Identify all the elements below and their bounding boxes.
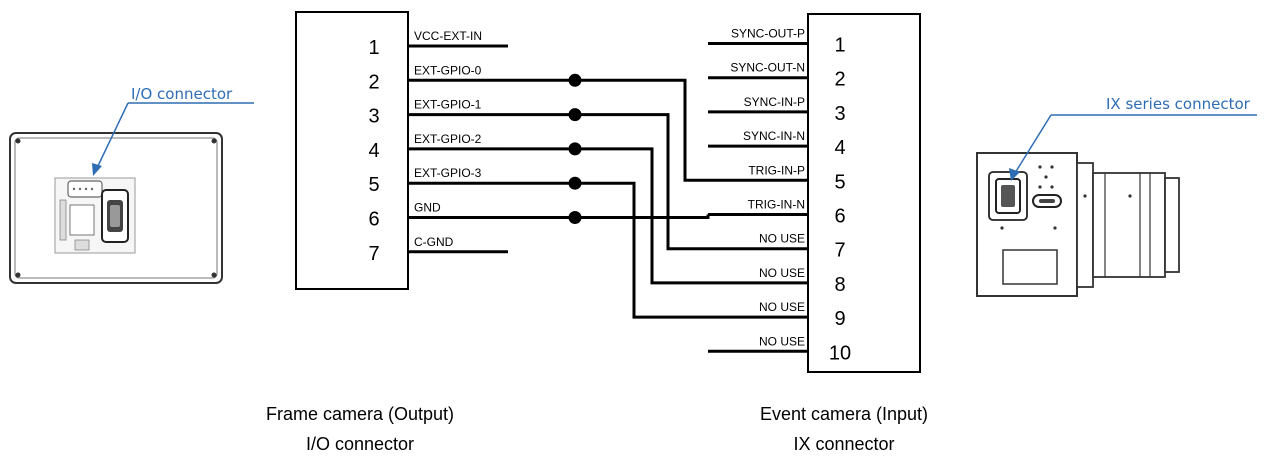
- frame-pin-signal-label: C-GND: [414, 235, 454, 249]
- frame-pin-signal-label: VCC-EXT-IN: [414, 29, 482, 43]
- junction-dot: [568, 211, 582, 224]
- event-pin-signal-label: SYNC-IN-P: [744, 95, 805, 109]
- event-pin-number: 6: [834, 206, 845, 228]
- junction-dot: [568, 176, 582, 190]
- event-pin-signal-label: SYNC-IN-N: [743, 129, 805, 143]
- junction-dot: [568, 108, 582, 122]
- event-pin-signal-label: NO USE: [759, 266, 805, 280]
- frame-pin-number: 1: [368, 37, 379, 59]
- io-connector-callout: I/O connector: [92, 85, 254, 176]
- event-camera-illustration: [976, 152, 1180, 297]
- ix-connector-callout: IX series connector: [1009, 95, 1257, 181]
- event-pin-number: 7: [834, 240, 845, 262]
- event-camera-pins: 1 SYNC-OUT-P 2 SYNC-OUT-N 3 SYNC-IN-P 4 SYNC-IN…: [708, 27, 851, 364]
- frame-pin-number: 3: [368, 106, 379, 128]
- event-pin-signal-label: NO USE: [759, 232, 805, 246]
- frame-pin-number: 5: [368, 174, 379, 196]
- event-pin-number: 9: [834, 308, 845, 330]
- frame-pin-signal-label: EXT-GPIO-1: [414, 98, 482, 112]
- frame-pin-number: 7: [368, 243, 379, 265]
- ix-connector-callout-label: IX series connector: [1106, 95, 1251, 113]
- event-pin-signal-label: SYNC-OUT-N: [730, 61, 805, 75]
- connection-wire: [508, 214, 710, 219]
- connection-wire: [508, 78, 708, 182]
- frame-pin-signal-label: EXT-GPIO-2: [414, 132, 482, 146]
- event-camera-caption-line1: Event camera (Input): [760, 404, 928, 424]
- event-pin-number: 3: [834, 103, 845, 125]
- frame-camera-pins: 1VCC-EXT-IN2EXT-GPIO-03EXT-GPIO-14EXT-GP…: [368, 29, 508, 265]
- frame-pin-signal-label: EXT-GPIO-3: [414, 166, 482, 180]
- frame-camera-illustration: [9, 132, 223, 284]
- junction-dot: [568, 142, 582, 156]
- connection-wire: [508, 147, 708, 285]
- event-pin-number: 2: [834, 69, 845, 91]
- frame-pin-signal-label: GND: [414, 201, 441, 215]
- frame-pin-number: 4: [368, 140, 379, 162]
- frame-pin-number: 2: [368, 71, 379, 93]
- io-connector-callout-label: I/O connector: [131, 85, 233, 103]
- connection-wires: [508, 73, 710, 319]
- event-pin-number: 5: [834, 171, 845, 193]
- event-pin-number: 8: [834, 274, 845, 296]
- event-pin-signal-label: NO USE: [759, 334, 805, 348]
- frame-pin-signal-label: EXT-GPIO-0: [414, 63, 482, 77]
- connection-wire: [508, 113, 708, 251]
- event-pin-signal-label: SYNC-OUT-P: [731, 27, 805, 41]
- frame-camera-caption-line1: Frame camera (Output): [266, 404, 454, 424]
- frame-camera-connector-box: [295, 11, 409, 290]
- event-pin-signal-label: TRIG-IN-P: [748, 163, 805, 177]
- event-pin-number: 1: [834, 35, 845, 57]
- frame-pin-number: 6: [368, 209, 379, 231]
- junction-dot: [568, 73, 582, 87]
- frame-camera-caption-line2: I/O connector: [306, 434, 414, 454]
- event-pin-signal-label: NO USE: [759, 300, 805, 314]
- event-pin-signal-label: TRIG-IN-N: [748, 198, 805, 212]
- event-camera-caption-line2: IX connector: [793, 434, 894, 454]
- event-camera-connector-box: [807, 13, 921, 373]
- event-pin-number: 4: [834, 137, 845, 159]
- event-pin-number: 10: [829, 342, 851, 364]
